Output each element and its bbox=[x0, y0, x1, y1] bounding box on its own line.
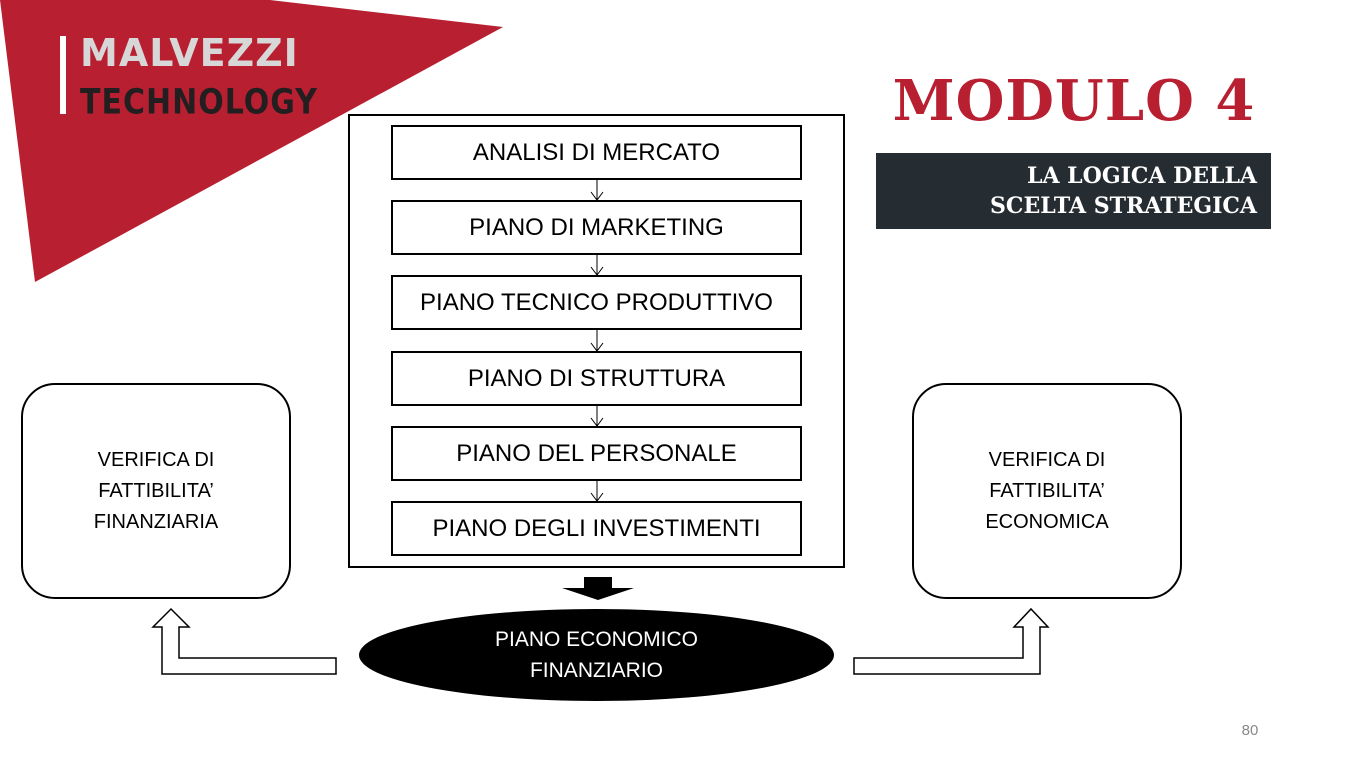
box-left-line2: FATTIBILITA’ bbox=[98, 479, 214, 502]
step-piano-di-struttura: PIANO DI STRUTTURA bbox=[391, 351, 802, 406]
box-right-line2: FATTIBILITA’ bbox=[989, 479, 1105, 502]
box-right-line3: ECONOMICA bbox=[985, 510, 1109, 533]
box-left-line3: FINANZIARIA bbox=[93, 510, 219, 533]
slide-title: MODULO 4 bbox=[892, 68, 1256, 134]
step-piano-del-personale: PIANO DEL PERSONALE bbox=[391, 426, 802, 481]
planning-frame bbox=[348, 114, 845, 568]
result-piano-economico-finanziario: PIANO ECONOMICO FINANZIARIO bbox=[359, 609, 834, 701]
box-right-line1: VERIFICA DI bbox=[988, 448, 1106, 471]
result-line1: PIANO ECONOMICO bbox=[494, 628, 699, 651]
page-number: 80 bbox=[1241, 722, 1259, 739]
logo-divider bbox=[60, 36, 66, 114]
logo-name-line2: TECHNOLOGY bbox=[80, 82, 318, 123]
box-verifica-finanziaria: VERIFICA DI FATTIBILITA’ FINANZIARIA bbox=[21, 383, 291, 599]
logo-name-line1: MALVEZZI bbox=[80, 31, 299, 75]
step-piano-degli-investimenti: PIANO DEGLI INVESTIMENTI bbox=[391, 501, 802, 556]
slide-subtitle: LA LOGICA DELLA SCELTA STRATEGICA bbox=[876, 153, 1271, 229]
box-left-line1: VERIFICA DI bbox=[97, 448, 215, 471]
step-piano-tecnico-produttivo: PIANO TECNICO PRODUTTIVO bbox=[391, 275, 802, 330]
step-analisi-di-mercato: ANALISI DI MERCATO bbox=[391, 125, 802, 180]
result-line2: FINANZIARIO bbox=[529, 659, 663, 682]
step-piano-di-marketing: PIANO DI MARKETING bbox=[391, 200, 802, 255]
box-verifica-economica: VERIFICA DI FATTIBILITA’ ECONOMICA bbox=[912, 383, 1182, 599]
subtitle-line2: SCELTA STRATEGICA bbox=[990, 193, 1257, 219]
subtitle-line1: LA LOGICA DELLA bbox=[1026, 163, 1257, 189]
